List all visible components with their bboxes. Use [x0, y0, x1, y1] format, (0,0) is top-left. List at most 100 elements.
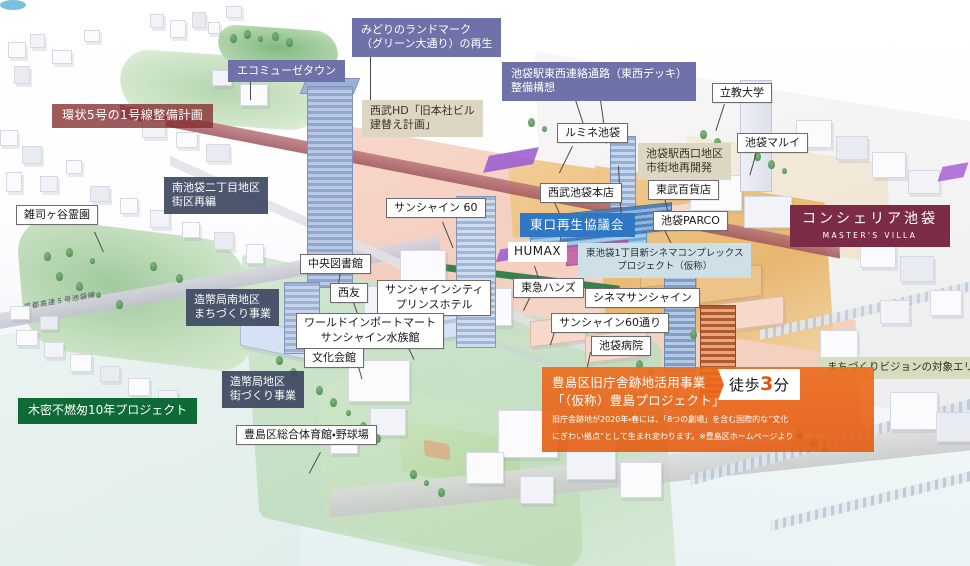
tree-icon: [424, 480, 429, 486]
label-ikebukuro-marui[interactable]: 池袋マルイ: [737, 133, 808, 154]
label-central-library[interactable]: 中央図書館: [300, 254, 371, 275]
tree-icon: [542, 126, 547, 132]
label-line-1: 造幣局地区: [230, 375, 285, 388]
tree-icon: [44, 252, 51, 261]
building-block: [66, 160, 82, 174]
building-block: [6, 172, 22, 192]
tree-icon: [768, 160, 775, 169]
label-tokyu-hands[interactable]: 東急ハンズ: [513, 278, 584, 299]
label-line-2: プロジェクト（仮称）: [617, 261, 713, 273]
label-line-2: 市街地再開発: [646, 161, 712, 175]
building-block: [16, 330, 38, 346]
toshima-project-panel[interactable]: 豊島区旧庁舎跡地活用事業 「（仮称）豊島プロジェクト」 旧庁舎跡地が2020年・…: [542, 367, 874, 452]
label-line-1: 池袋駅西口地区: [646, 147, 723, 160]
building-block: [520, 476, 554, 504]
label-world-import-mart-aquarium[interactable]: ワールドインポートマート サンシャイン水族館: [296, 313, 444, 349]
tree-icon: [230, 34, 237, 43]
building-block: [120, 198, 138, 214]
label-line-2: プリンスホテル: [395, 297, 473, 311]
label-line-1: サンシャインシティ: [385, 283, 484, 296]
label-line-2: 建替え計画」: [370, 118, 436, 132]
brand-name-en: MASTER'S VILLA: [822, 230, 918, 240]
label-tobu-department-store[interactable]: 東武百貨店: [648, 180, 719, 201]
building-block: [10, 306, 30, 320]
project-title-line-2: 「（仮称）豊島プロジェクト」: [552, 393, 725, 409]
label-line-1: 西武HD「旧本社ビル: [370, 104, 475, 117]
building-block: [466, 452, 504, 484]
label-line-1: 池袋駅東西連絡通路（東西デッキ）: [511, 67, 687, 80]
tree-icon: [330, 398, 337, 407]
project-title-line-1: 豊島区旧庁舎跡地活用事業: [552, 375, 706, 390]
aquarium-pool: [0, 0, 26, 10]
building-block: [84, 30, 100, 42]
building-block: [52, 50, 72, 64]
building-block: [90, 186, 110, 202]
label-ikebukuro-hospital[interactable]: 池袋病院: [591, 336, 651, 357]
walk-prefix: 徒歩: [729, 376, 761, 394]
label-rikkyo-university[interactable]: 立教大学: [712, 83, 772, 104]
building-block: [880, 300, 910, 324]
label-east-exit-council[interactable]: 東口再生協議会: [520, 213, 635, 238]
label-gymnasium-ballpark[interactable]: 豊島区総合体育館・野球場: [236, 425, 377, 446]
label-wood-fireproof-project[interactable]: 木密不燃匆10年プロジェクト: [18, 398, 198, 424]
building-block: [214, 232, 234, 250]
tree-icon: [150, 262, 157, 271]
walk-time-badge: 徒歩3分: [718, 369, 801, 400]
tree-icon: [276, 356, 283, 365]
label-sunshine-city-prince-hotel[interactable]: サンシャインシティ プリンスホテル: [377, 280, 492, 316]
walk-suffix: 分: [773, 376, 790, 394]
building-block: [936, 412, 970, 442]
tree-icon: [316, 386, 323, 395]
label-seibu-ikebukuro-store[interactable]: 西武池袋本店: [540, 183, 622, 204]
building-block: [14, 66, 30, 84]
label-ecomuse-town[interactable]: エコミューゼタウン: [228, 60, 345, 83]
label-cinema-complex-project[interactable]: 東池袋1丁目新シネマコンプレックス プロジェクト（仮称）: [578, 243, 752, 278]
building-block: [150, 210, 170, 228]
building-block: [22, 146, 42, 164]
label-east-west-deck[interactable]: 池袋駅東西連絡通路（東西デッキ） 整備構想: [502, 62, 696, 101]
label-green-landmark[interactable]: みどりのランドマーク （グリーン大通り）の再生: [352, 18, 502, 57]
label-seiyu[interactable]: 西友: [330, 283, 368, 304]
label-sunshine-60[interactable]: サンシャイン 60: [386, 198, 486, 219]
label-mint-district[interactable]: 造幣局地区 街づくり事業: [222, 371, 304, 408]
tree-icon: [176, 274, 183, 283]
label-minami-ikebukuro-2chome[interactable]: 南池袋二丁目地区 街区再編: [164, 177, 268, 214]
label-ring-road-5[interactable]: 環状5号の1号線整備計画: [52, 104, 214, 128]
walk-minutes: 3: [760, 373, 774, 395]
label-west-exit-redevelopment[interactable]: 池袋駅西口地区 市街地再開発: [638, 143, 731, 180]
label-line-1: 南池袋二丁目地区: [172, 181, 260, 194]
label-ikebukuro-parco[interactable]: 池袋PARCO: [653, 211, 728, 232]
tree-icon: [286, 38, 293, 47]
tree-icon: [96, 292, 101, 298]
tree-icon: [346, 410, 351, 416]
label-bunka-kaikan[interactable]: 文化会館: [304, 348, 364, 369]
label-mint-south-district[interactable]: 造幣局南地区 まちづくり事業: [186, 289, 279, 326]
brand-badge[interactable]: コンシェリア池袋 MASTER'S VILLA: [790, 205, 950, 247]
building-block: [240, 84, 268, 106]
building-block: [182, 222, 200, 238]
building-block: [176, 132, 198, 148]
tree-icon: [754, 152, 761, 161]
label-line-2: 街区再編: [172, 195, 216, 209]
label-sunshine-60-dori[interactable]: サンシャイン60通り: [551, 313, 669, 334]
label-zoshigaya-cemetery[interactable]: 雑司ヶ谷霊園: [16, 205, 98, 226]
building-block: [930, 290, 962, 316]
tree-icon: [66, 248, 73, 257]
building-block: [744, 196, 792, 228]
tree-icon: [782, 168, 787, 174]
tree-icon: [528, 118, 535, 127]
label-line-2: 街づくり事業: [230, 389, 296, 403]
tree-icon: [258, 36, 263, 42]
building-block: [246, 244, 264, 264]
label-lumine-ikebukuro[interactable]: ルミネ池袋: [557, 123, 628, 144]
building-block: [100, 366, 120, 382]
label-humax[interactable]: HUMAX: [508, 242, 568, 262]
sunshine-60-tower: [456, 196, 496, 348]
label-seibu-hd[interactable]: 西武HD「旧本社ビル 建替え計画」: [362, 100, 483, 137]
leader-line: [370, 54, 371, 112]
tree-icon: [410, 470, 417, 479]
building-block: [0, 130, 18, 146]
label-line-2: （グリーン大通り）の再生: [361, 37, 493, 51]
label-cinema-sunshine[interactable]: シネマサンシャイン: [585, 288, 700, 309]
